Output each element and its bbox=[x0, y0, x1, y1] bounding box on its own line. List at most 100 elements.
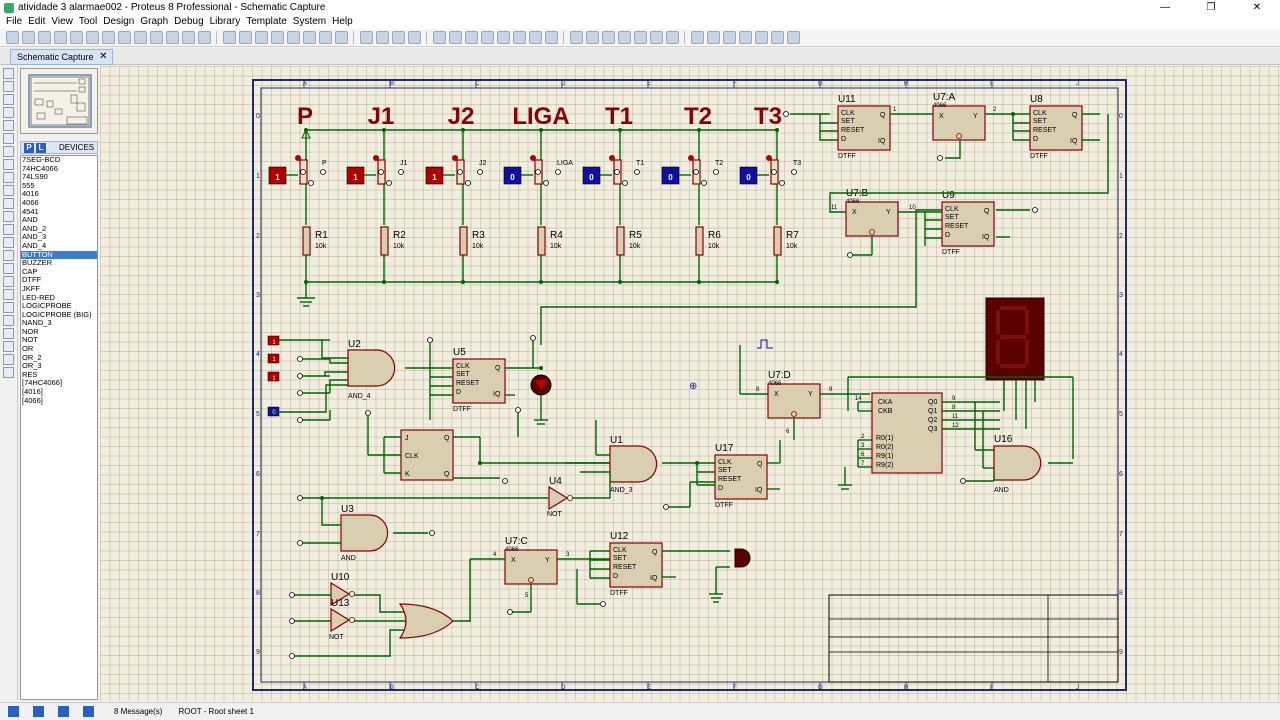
device-item[interactable]: JKFF bbox=[22, 283, 40, 293]
not-gate[interactable] bbox=[330, 607, 351, 633]
toolbar-button-icon[interactable] bbox=[85, 31, 99, 44]
mode-tool-icon[interactable] bbox=[3, 172, 14, 183]
toolbar-button-icon[interactable] bbox=[464, 31, 478, 44]
analog-switch-block[interactable] bbox=[845, 201, 899, 237]
device-item[interactable]: AND_3 bbox=[22, 232, 47, 242]
and-gate[interactable] bbox=[340, 514, 389, 552]
step-button[interactable] bbox=[33, 706, 44, 717]
menu-tool[interactable]: Tool bbox=[78, 16, 98, 27]
toolbar-button-icon[interactable] bbox=[448, 31, 462, 44]
jkff-block[interactable] bbox=[400, 429, 454, 481]
mode-tool-icon[interactable] bbox=[3, 94, 14, 105]
device-item[interactable]: AND_4 bbox=[22, 240, 47, 250]
counter-block[interactable] bbox=[871, 392, 943, 474]
mode-tool-icon[interactable] bbox=[3, 185, 14, 196]
toolbar-button-icon[interactable] bbox=[544, 31, 558, 44]
dtff-block[interactable] bbox=[941, 201, 995, 247]
menu-file[interactable]: File bbox=[6, 16, 23, 27]
analog-switch-block[interactable] bbox=[767, 383, 821, 419]
resistor-body[interactable] bbox=[616, 226, 625, 256]
mode-tool-icon[interactable] bbox=[3, 354, 14, 365]
toolbar-button-icon[interactable] bbox=[754, 31, 768, 44]
device-item[interactable]: RES bbox=[22, 369, 38, 379]
toolbar-button-icon[interactable] bbox=[480, 31, 494, 44]
device-item[interactable]: LOGICPROBE (BIG) bbox=[22, 309, 92, 319]
device-item[interactable]: 555 bbox=[22, 180, 35, 190]
toolbar-button-icon[interactable] bbox=[222, 31, 236, 44]
play-button[interactable] bbox=[8, 706, 19, 717]
mode-tool-icon[interactable] bbox=[3, 276, 14, 287]
mode-tool-icon[interactable] bbox=[3, 120, 14, 131]
toolbar-button-icon[interactable] bbox=[738, 31, 752, 44]
logic-state-toggle[interactable] bbox=[267, 371, 280, 382]
toolbar-button-icon[interactable] bbox=[786, 31, 800, 44]
schematic-drawing[interactable]: AABBCCDDEEFFGGHHIIJJ00112233445566778899… bbox=[100, 66, 1280, 701]
menu-help[interactable]: Help bbox=[332, 16, 353, 27]
mode-tool-icon[interactable] bbox=[3, 302, 14, 313]
schematic-canvas[interactable]: AABBCCDDEEFFGGHHIIJJ00112233445566778899… bbox=[100, 66, 1280, 701]
device-item[interactable]: 4066 bbox=[22, 197, 39, 207]
toolbar-button-icon[interactable] bbox=[585, 31, 599, 44]
mode-tool-icon[interactable] bbox=[3, 341, 14, 352]
not-gate[interactable] bbox=[548, 485, 569, 511]
resistor-body[interactable] bbox=[302, 226, 311, 256]
device-item[interactable]: 7SEG-BCD bbox=[22, 155, 61, 164]
menu-template[interactable]: Template bbox=[246, 16, 287, 27]
toolbar-button-icon[interactable] bbox=[117, 31, 131, 44]
toolbar-button-icon[interactable] bbox=[407, 31, 421, 44]
tab-schematic-capture[interactable]: Schematic Capture✕ bbox=[10, 49, 113, 65]
dtff-block[interactable] bbox=[452, 358, 506, 404]
toolbar-button-icon[interactable] bbox=[684, 31, 685, 44]
toolbar-button-icon[interactable] bbox=[165, 31, 179, 44]
device-item[interactable]: LOGICPROBE bbox=[22, 301, 72, 311]
mode-tool-icon[interactable] bbox=[3, 198, 14, 209]
toolbar-button-icon[interactable] bbox=[633, 31, 647, 44]
messages-count[interactable]: 8 Message(s) bbox=[114, 707, 163, 716]
dtff-block[interactable] bbox=[609, 542, 663, 588]
dtff-block[interactable] bbox=[714, 454, 768, 500]
toolbar-button-icon[interactable] bbox=[617, 31, 631, 44]
mode-tool-icon[interactable] bbox=[3, 289, 14, 300]
toolbar-button-icon[interactable] bbox=[359, 31, 373, 44]
and-gate[interactable] bbox=[609, 445, 658, 483]
pick-devices-button[interactable]: P bbox=[24, 143, 34, 153]
toolbar-button-icon[interactable] bbox=[149, 31, 163, 44]
device-item[interactable]: DTFF bbox=[22, 275, 42, 285]
toolbar-button-icon[interactable] bbox=[133, 31, 147, 44]
toolbar-button-icon[interactable] bbox=[496, 31, 510, 44]
menu-view[interactable]: View bbox=[51, 16, 73, 27]
overview-window[interactable] bbox=[20, 68, 98, 134]
toolbar-button-icon[interactable] bbox=[334, 31, 348, 44]
menu-library[interactable]: Library bbox=[209, 16, 241, 27]
toolbar-button-icon[interactable] bbox=[37, 31, 51, 44]
analog-switch-block[interactable] bbox=[504, 549, 558, 585]
toolbar-button-icon[interactable] bbox=[53, 31, 67, 44]
analog-switch-block[interactable] bbox=[932, 105, 986, 141]
resistor-body[interactable] bbox=[695, 226, 704, 256]
menu-system[interactable]: System bbox=[292, 16, 327, 27]
resistor-body[interactable] bbox=[773, 226, 782, 256]
stop-button[interactable] bbox=[83, 706, 94, 717]
toolbar-button-icon[interactable] bbox=[353, 31, 354, 44]
device-item[interactable]: OR_3 bbox=[22, 361, 42, 371]
toolbar-button-icon[interactable] bbox=[649, 31, 663, 44]
device-item[interactable]: BUZZER bbox=[22, 258, 52, 268]
mode-tool-icon[interactable] bbox=[3, 315, 14, 326]
toolbar-button-icon[interactable] bbox=[5, 31, 19, 44]
library-manager-button[interactable]: L bbox=[36, 143, 46, 153]
resistor-body[interactable] bbox=[537, 226, 546, 256]
toolbar-button-icon[interactable] bbox=[722, 31, 736, 44]
mode-tool-icon[interactable] bbox=[3, 250, 14, 261]
toolbar-button-icon[interactable] bbox=[318, 31, 332, 44]
toolbar-button-icon[interactable] bbox=[512, 31, 526, 44]
toolbar-button-icon[interactable] bbox=[197, 31, 211, 44]
mode-tool-icon[interactable] bbox=[3, 263, 14, 274]
mode-tool-icon[interactable] bbox=[3, 224, 14, 235]
toolbar-button-icon[interactable] bbox=[665, 31, 679, 44]
dtff-block[interactable] bbox=[837, 105, 891, 151]
toolbar-button-icon[interactable] bbox=[181, 31, 195, 44]
resistor-body[interactable] bbox=[380, 226, 389, 256]
mode-tool-icon[interactable] bbox=[3, 68, 14, 79]
device-item[interactable]: AND_2 bbox=[22, 223, 47, 233]
toolbar-button-icon[interactable] bbox=[770, 31, 784, 44]
